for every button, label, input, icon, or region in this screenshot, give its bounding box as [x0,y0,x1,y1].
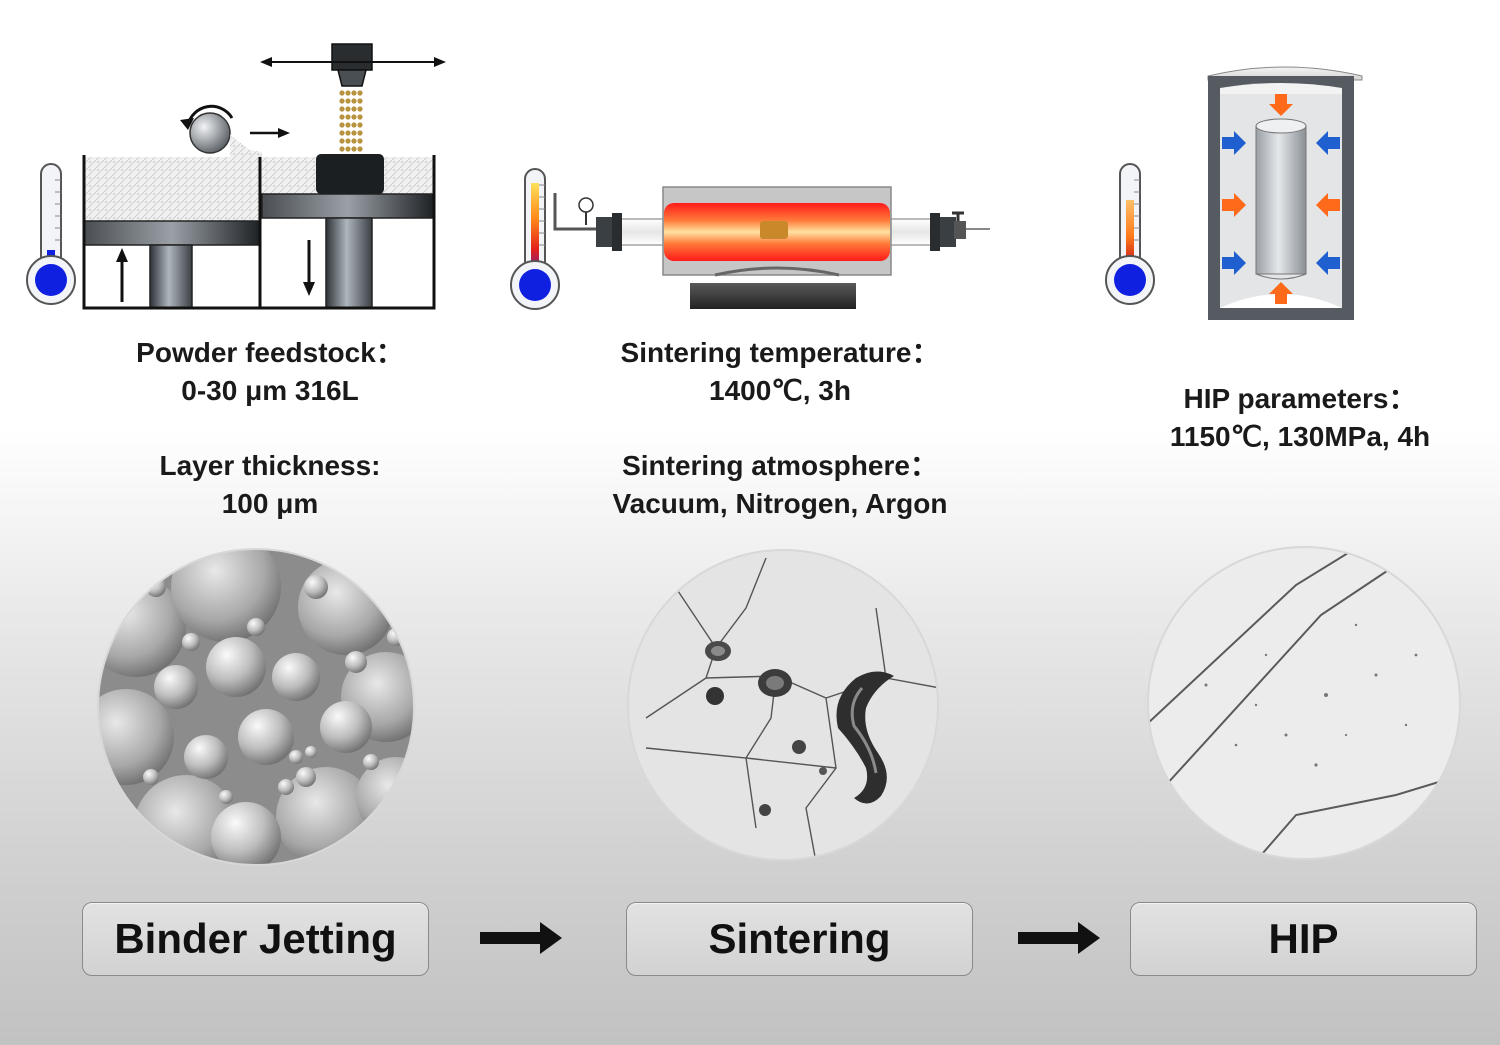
param-title: HIP parameters： [1183,383,1417,414]
hip-vessel-icon [1207,66,1363,320]
param-value: 0-30 μm 316L [181,375,359,406]
param-sintering-temperature: Sintering temperature： 1400℃, 3h [560,334,1000,410]
right-arrow-icon [480,922,562,954]
micrograph-hip [1147,546,1461,860]
thermometer-icon-hip [1105,163,1155,305]
param-value: 1400℃, 3h [709,375,851,406]
printer-schematic-icon [82,43,446,310]
param-value: Vacuum, Nitrogen, Argon [612,488,948,519]
tube-furnace-icon [553,186,990,309]
micrograph-powder [97,548,415,866]
stage-label: Binder Jetting [114,915,397,962]
thermometer-icon-sintering [510,168,560,310]
param-sintering-atmosphere: Sintering atmosphere： Vacuum, Nitrogen, … [560,447,1000,523]
stage-sintering: Sintering [626,902,973,976]
stage-binder-jetting: Binder Jetting [82,902,429,976]
stage-hip: HIP [1130,902,1477,976]
right-arrow-icon [1018,922,1100,954]
param-title: Sintering temperature： [620,337,940,368]
micrograph-sintered [627,549,939,861]
param-hip-parameters: HIP parameters： 1150℃, 130MPa, 4h [1090,380,1500,456]
param-title: Sintering atmosphere： [622,450,938,481]
param-layer-thickness: Layer thickness: 100 μm [60,447,480,523]
param-title: Layer thickness: [159,450,381,481]
param-value: 1150℃, 130MPa, 4h [1169,421,1431,452]
param-powder-feedstock: Powder feedstock： 0-30 μm 316L [60,334,480,410]
stage-label: Sintering [708,915,891,962]
stage-label: HIP [1268,915,1339,962]
thermometer-icon-binder [26,163,76,305]
param-title: Powder feedstock： [136,337,404,368]
param-value: 100 μm [221,488,319,519]
